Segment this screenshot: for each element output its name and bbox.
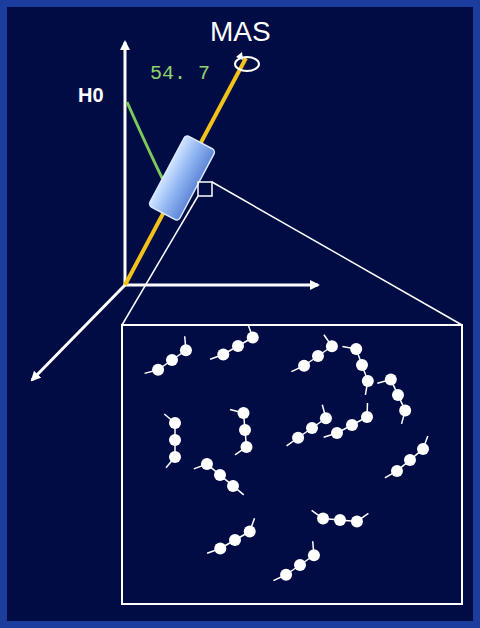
atom	[312, 350, 324, 362]
atom	[232, 340, 244, 352]
atom	[317, 513, 329, 525]
atom	[320, 412, 332, 424]
atom	[306, 422, 318, 434]
atom	[351, 515, 363, 527]
x-axis	[125, 284, 318, 287]
atom	[169, 434, 181, 446]
atom	[152, 364, 164, 376]
atom	[392, 389, 404, 401]
atom	[201, 458, 213, 470]
atom	[239, 424, 251, 436]
zoom-line	[122, 196, 198, 325]
atom	[169, 417, 181, 429]
field-axis	[124, 42, 127, 285]
angle-label: 54. 7	[150, 62, 210, 85]
atom	[399, 404, 411, 416]
atom	[334, 514, 346, 526]
atom	[331, 427, 343, 439]
atom	[280, 569, 292, 581]
atom	[214, 543, 226, 555]
atom	[356, 359, 368, 371]
atom	[350, 343, 362, 355]
atom	[417, 443, 429, 455]
atom	[247, 332, 259, 344]
atom	[362, 375, 374, 387]
atom	[391, 465, 403, 477]
atom	[361, 411, 373, 423]
atom	[214, 469, 226, 481]
molecules	[145, 324, 429, 580]
atom	[166, 354, 178, 366]
atom	[169, 451, 181, 463]
atom	[298, 360, 310, 372]
rotation-arrowhead	[236, 52, 243, 60]
y-axis	[32, 285, 125, 380]
atom	[244, 526, 256, 538]
angle-arc	[127, 102, 168, 190]
atom	[238, 407, 250, 419]
atom	[346, 419, 358, 431]
spin-label: MAS	[210, 16, 271, 48]
rotation-symbol	[235, 57, 259, 71]
atom	[294, 559, 306, 571]
atom	[404, 454, 416, 466]
atom	[240, 441, 252, 453]
rotor-cylinder	[148, 135, 216, 222]
atom	[229, 534, 241, 546]
atom	[292, 432, 304, 444]
atom	[217, 349, 229, 361]
atom	[326, 340, 338, 352]
zoom-box	[122, 325, 462, 604]
rotor-axis	[125, 58, 246, 285]
atom	[308, 549, 320, 561]
atom	[227, 480, 239, 492]
zoom-marker	[198, 182, 212, 196]
atom	[180, 344, 192, 356]
field-label: H0	[78, 84, 104, 107]
atom	[385, 374, 397, 386]
zoom-line	[212, 182, 462, 325]
